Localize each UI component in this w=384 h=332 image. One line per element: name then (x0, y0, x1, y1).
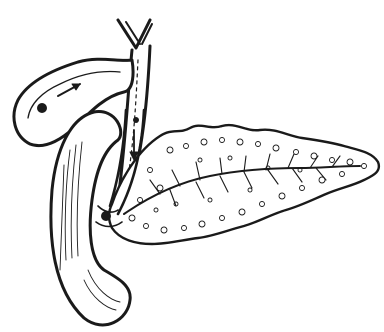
gallstone-2 (133, 117, 139, 123)
gallstone-1 (37, 103, 47, 113)
bile-duct-flow-arrow (130, 130, 138, 160)
pancreas (109, 125, 379, 244)
hepatic-ducts (118, 20, 152, 48)
